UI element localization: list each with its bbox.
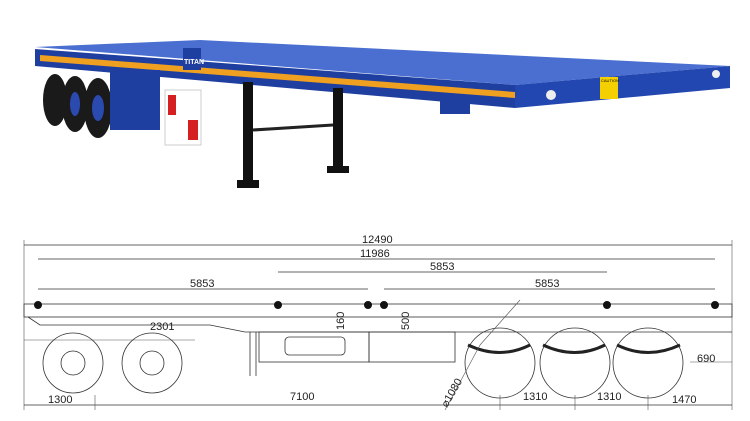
spare-tire-carrier: [440, 100, 470, 114]
dim-tire-diameter: ⌀1080: [439, 377, 465, 410]
caution-label-text: CAUTION: [601, 78, 619, 83]
reflector-red: [168, 95, 176, 115]
dim-container-spacing-left: 5853: [190, 278, 214, 290]
trailer-photo: CAUTION TITAN: [35, 40, 730, 188]
dim-kingpin-offset: 2301: [150, 321, 174, 333]
rear-light: [712, 70, 720, 78]
dim-container-spacing-right: 5853: [535, 278, 559, 290]
dim-rear-height: 690: [697, 353, 715, 365]
suspension: [467, 343, 681, 354]
dim-kingpin-to-axle: 7100: [290, 391, 314, 403]
dim-container-spacing-mid: 5853: [430, 261, 454, 273]
brand-logo-plate: [183, 48, 201, 70]
dim-axle-spacing-1: 1310: [523, 391, 547, 403]
landing-legs: [237, 82, 349, 188]
dim-front-overhang: 1300: [48, 394, 72, 406]
dim-deck-length: 11986: [360, 248, 390, 260]
technical-drawing: 12490 11986 5853 5853 5853 2301 160 500 …: [23, 234, 733, 411]
deck-top: [35, 40, 730, 85]
rear-light: [546, 90, 556, 100]
brand-logo: TITAN: [184, 59, 204, 66]
wheels: [43, 74, 112, 138]
dim-overall-length: 12490: [362, 234, 393, 246]
dim-rear-overhang: 1470: [672, 394, 696, 406]
dim-frame-height-front: 160: [335, 312, 347, 330]
reflector-red: [188, 120, 198, 140]
fender: [110, 70, 160, 130]
drawing-wheels: [42, 327, 684, 399]
dim-axle-spacing-2: 1310: [597, 391, 621, 403]
caution-label: [600, 77, 618, 99]
twist-locks: [34, 301, 719, 309]
deck-stripe: [40, 55, 515, 98]
dim-frame-height-main: 500: [400, 312, 412, 330]
deck-rear: [515, 66, 730, 108]
